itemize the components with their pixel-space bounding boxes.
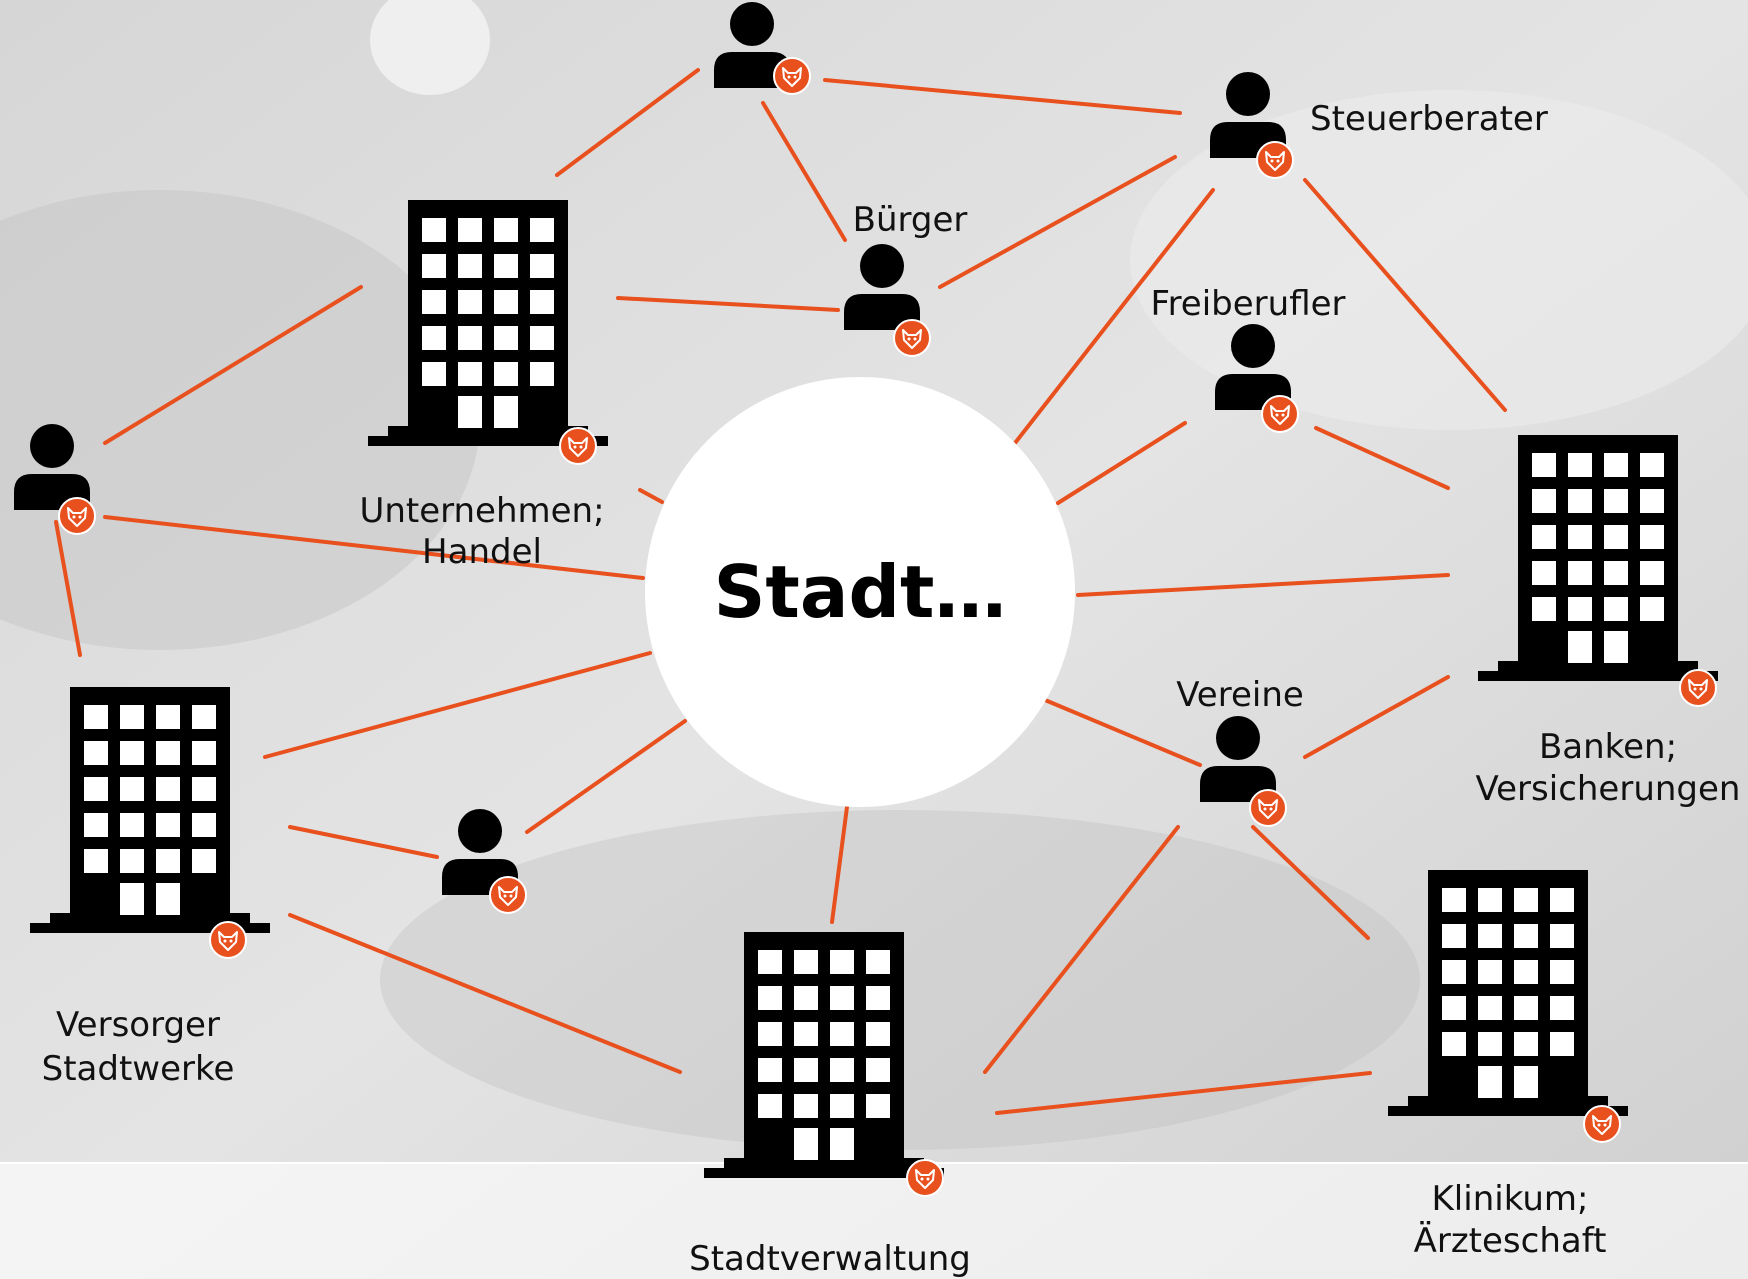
label-steuerberater: Steuerberater xyxy=(1310,99,1548,139)
person-node-freiberufler: Freiberufler xyxy=(1150,284,1346,433)
connector-line xyxy=(938,155,1177,289)
fox-badge-icon xyxy=(906,1159,944,1197)
connector-line xyxy=(823,78,1182,115)
background-shape xyxy=(0,190,480,650)
label-klinikum-line1: Klinikum; xyxy=(1432,1179,1589,1219)
connector-line xyxy=(1251,825,1370,940)
label-stadtverwaltung: Stadtverwaltung xyxy=(689,1239,971,1279)
fox-badge-icon xyxy=(893,319,931,357)
connector-line xyxy=(638,488,664,504)
connector-line xyxy=(1043,698,1202,767)
connector-line xyxy=(830,805,849,924)
connector-line xyxy=(1303,675,1450,759)
connector-line xyxy=(288,913,682,1074)
connector-line xyxy=(1013,188,1215,445)
fox-badge-icon xyxy=(1249,789,1287,827)
label-unternehmen-line2: Handel xyxy=(422,532,542,572)
building-node-unternehmen: Unternehmen; Handel xyxy=(359,200,608,572)
connector-line xyxy=(616,296,840,312)
label-klinikum-line2: Ärzteschaft xyxy=(1414,1221,1607,1261)
label-freiberufler: Freiberufler xyxy=(1150,284,1345,324)
connector-line xyxy=(103,515,645,580)
fox-badge-icon xyxy=(58,497,96,535)
label-versorger-line2: Stadtwerke xyxy=(42,1049,235,1089)
label-buerger: Bürger xyxy=(853,200,968,240)
connector-line xyxy=(1303,178,1507,412)
fox-badge-icon xyxy=(773,57,811,95)
building-node-banken: Banken; Versicherungen xyxy=(1476,435,1741,809)
center-label: Stadt… xyxy=(714,550,1007,634)
connector-line xyxy=(1056,421,1187,505)
person-node-buerger: Bürger xyxy=(844,200,968,357)
connector-line xyxy=(525,719,687,834)
building-node-stadtverwaltung: Stadtverwaltung xyxy=(689,932,971,1279)
footer-band xyxy=(0,1163,1748,1279)
label-vereine: Vereine xyxy=(1176,675,1304,715)
connector-line xyxy=(263,651,652,759)
label-unternehmen-line1: Unternehmen; xyxy=(359,491,604,531)
connector-line xyxy=(288,825,439,859)
connector-line xyxy=(983,825,1180,1074)
label-banken-line1: Banken; xyxy=(1539,727,1677,767)
fox-badge-icon xyxy=(1583,1105,1621,1143)
fox-badge-icon xyxy=(209,921,247,959)
connector-line xyxy=(995,1071,1372,1115)
fox-badge-icon xyxy=(559,427,597,465)
person-node-steuerberater: Steuerberater xyxy=(1210,72,1548,179)
fox-badge-icon xyxy=(1679,669,1717,707)
connector-line xyxy=(555,68,700,177)
fox-badge-icon xyxy=(489,876,527,914)
background-shape xyxy=(370,0,490,95)
label-banken-line2: Versicherungen xyxy=(1476,769,1741,809)
connector-line xyxy=(1076,573,1450,597)
label-versorger-line1: Versorger xyxy=(56,1005,220,1045)
connector-line xyxy=(1314,426,1450,490)
connector-line xyxy=(761,101,847,242)
connections xyxy=(54,68,1507,1115)
building-node-klinikum: Klinikum; Ärzteschaft xyxy=(1388,870,1628,1261)
connector-line xyxy=(54,520,82,657)
fox-badge-icon xyxy=(1256,141,1294,179)
center-circle xyxy=(645,377,1075,807)
fox-badge-icon xyxy=(1261,395,1299,433)
building-node-versorger: Versorger Stadtwerke xyxy=(30,687,270,1089)
connector-line xyxy=(103,285,363,445)
person-node-vereine: Vereine xyxy=(1176,675,1304,827)
